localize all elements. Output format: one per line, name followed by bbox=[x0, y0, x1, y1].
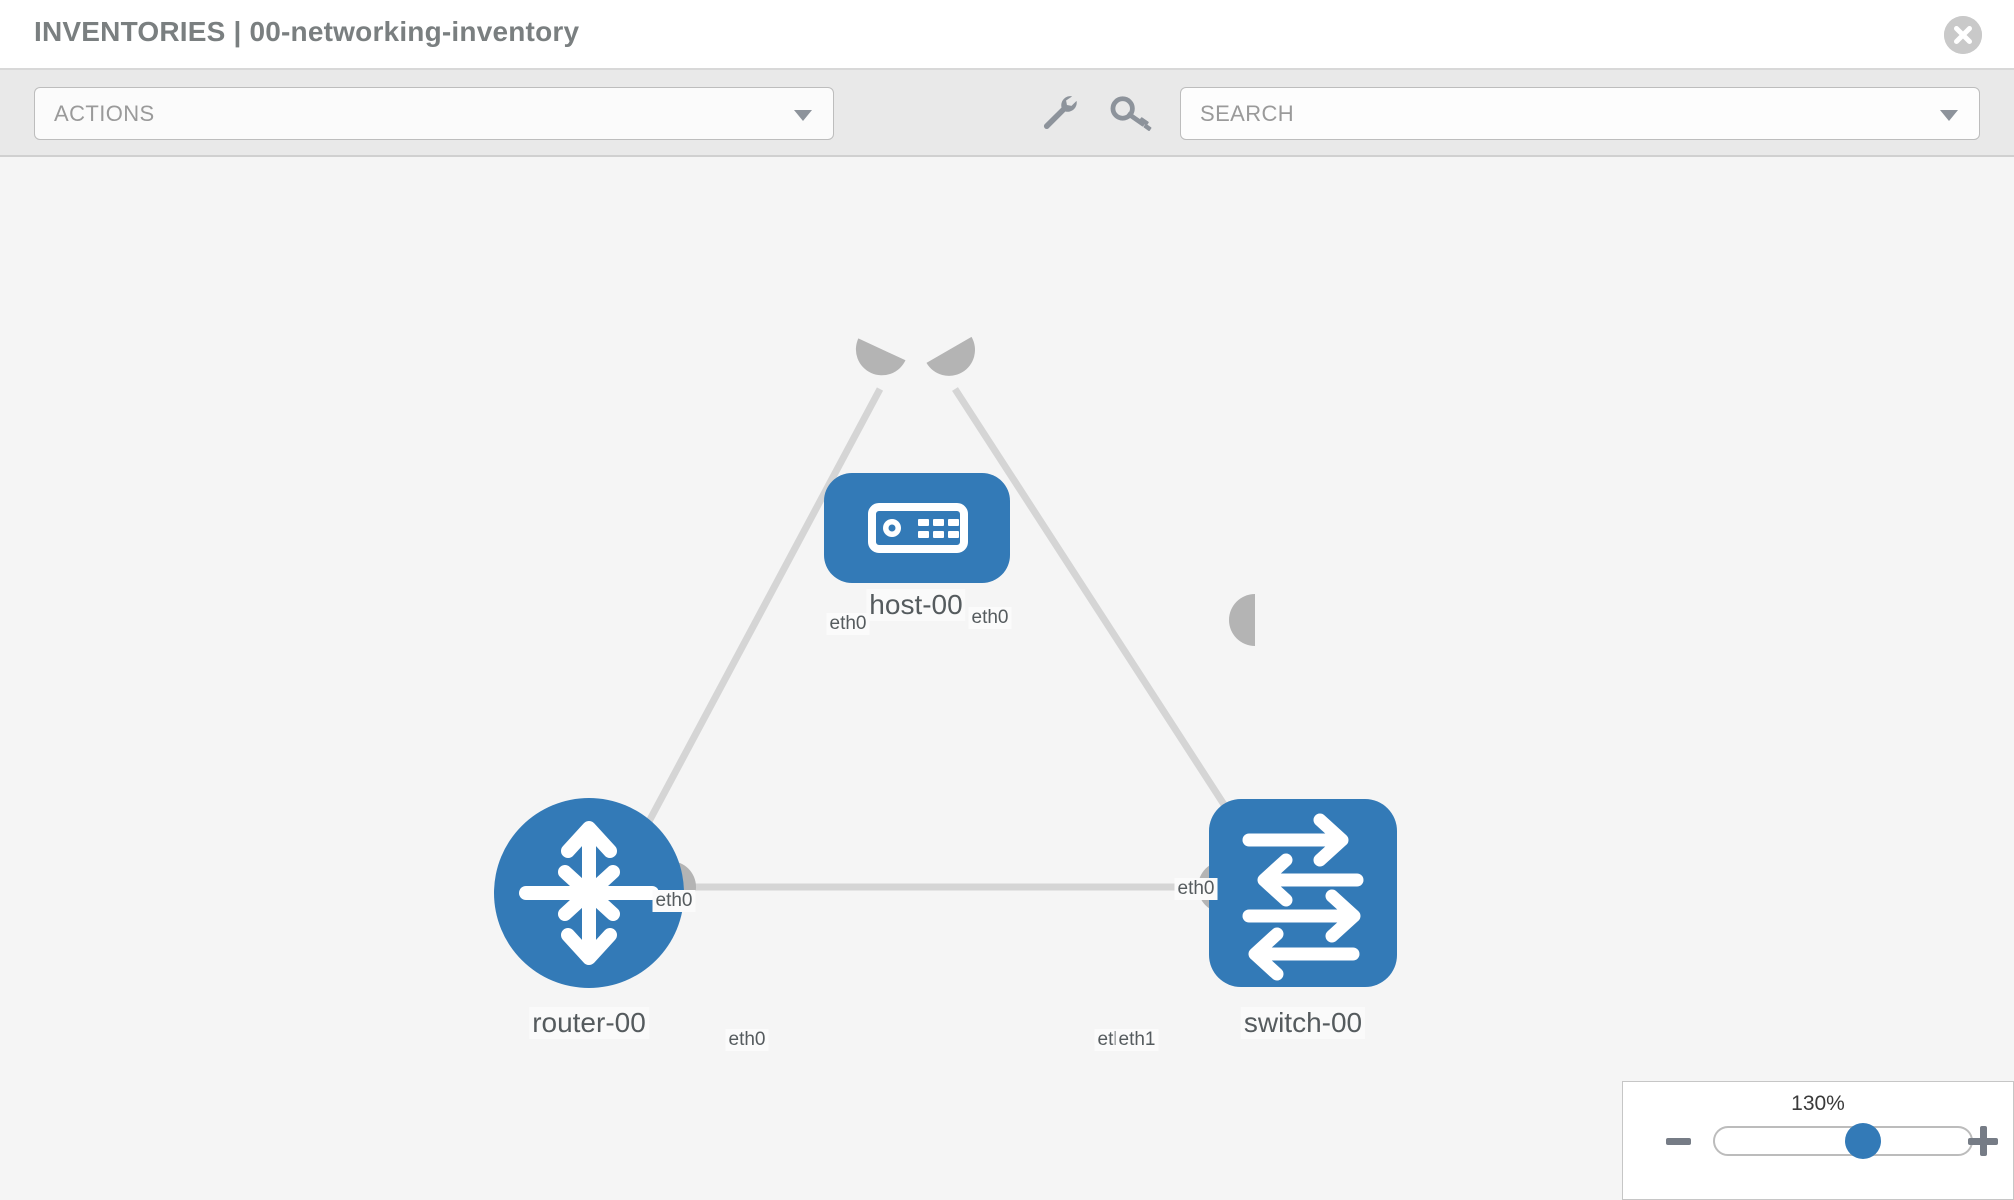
wrench-icon[interactable] bbox=[1039, 92, 1083, 136]
topology-canvas[interactable]: host-00 router-00 switch-00 eth0 eth0 et… bbox=[0, 157, 2014, 1200]
edge-group bbox=[626, 387, 1250, 891]
close-icon[interactable] bbox=[1944, 16, 1982, 54]
node-router-00[interactable] bbox=[494, 798, 684, 988]
search-placeholder: SEARCH bbox=[1200, 101, 1295, 126]
toolbar: ACTIONS SEARCH bbox=[0, 70, 2014, 157]
node-host-00[interactable] bbox=[824, 473, 1010, 583]
actions-dropdown[interactable]: ACTIONS bbox=[34, 87, 834, 140]
key-icon[interactable] bbox=[1108, 92, 1152, 136]
zoom-slider[interactable] bbox=[1713, 1126, 1973, 1156]
topology-graph bbox=[494, 336, 1397, 988]
edge-host-switch bbox=[952, 387, 1248, 839]
zoom-level-value: 130% bbox=[1791, 1092, 1845, 1115]
chevron-down-icon bbox=[794, 110, 812, 121]
page-title: INVENTORIES | 00-networking-inventory bbox=[34, 16, 580, 47]
plus-icon[interactable] bbox=[1968, 1126, 1998, 1156]
port-host-left bbox=[855, 338, 906, 376]
zoom-control-panel: 130% bbox=[1622, 1081, 2014, 1200]
chevron-down-icon[interactable] bbox=[1940, 110, 1958, 121]
minus-icon[interactable] bbox=[1666, 1138, 1691, 1145]
page-header: INVENTORIES | 00-networking-inventory bbox=[0, 0, 2014, 70]
actions-dropdown-label: ACTIONS bbox=[54, 101, 155, 126]
node-switch-00[interactable] bbox=[1209, 799, 1397, 987]
port-switch-left-top bbox=[1229, 594, 1255, 646]
search-input[interactable]: SEARCH bbox=[1180, 87, 1980, 140]
edge-host-router bbox=[626, 387, 884, 859]
port-host-right bbox=[926, 336, 975, 376]
zoom-slider-thumb[interactable] bbox=[1845, 1123, 1881, 1159]
